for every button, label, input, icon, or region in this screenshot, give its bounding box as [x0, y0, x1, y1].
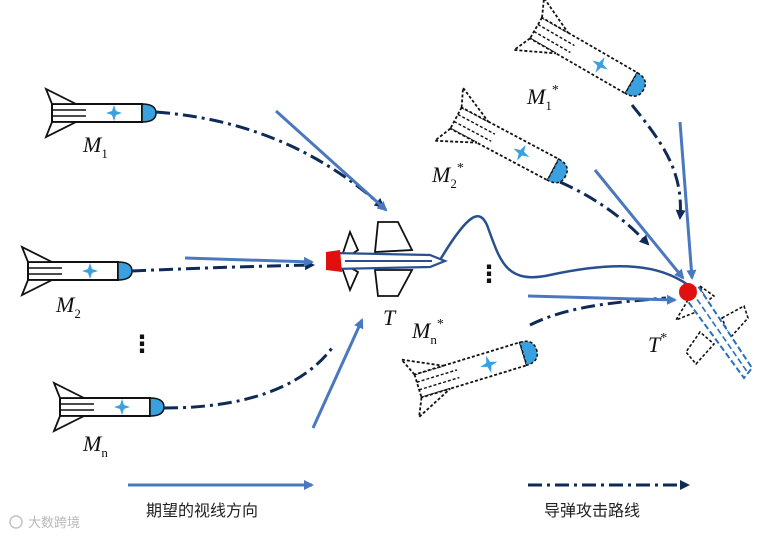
label-t: T: [383, 305, 397, 330]
target-t-star: [674, 283, 754, 380]
attack-path-mn: [163, 347, 334, 410]
los-arrow-1: [274, 109, 388, 212]
attack-path-mn-star: [529, 296, 667, 327]
ellipsis-left: ⋮: [130, 330, 154, 358]
label-m2: M2: [55, 292, 81, 321]
missile-m1: [45, 88, 157, 138]
attack-paths-to-t-star: [529, 104, 686, 327]
ellipsis-mid: ⋮: [477, 260, 501, 288]
los-arrow-2: [184, 256, 314, 267]
target-t: [326, 221, 448, 297]
missile-mn: [53, 382, 165, 432]
los-arrow-3: [311, 318, 364, 429]
los-arrows-to-t-star: [527, 121, 697, 305]
attack-path-m2-star: [559, 180, 650, 246]
los-arrow-6: [527, 294, 677, 305]
attack-path-m2: [131, 260, 315, 273]
los-arrow-4: [678, 121, 697, 280]
legend-los-label: 期望的视线方向: [146, 501, 258, 520]
watermark: 大数跨境: [9, 515, 80, 531]
missile-m2: [21, 246, 133, 296]
label-mn: Mn: [82, 431, 108, 460]
watermark-logo-icon: [9, 515, 23, 529]
label-t-star: T*: [648, 331, 667, 357]
label-mn-star: Mn*: [411, 317, 444, 347]
legend-path-label: 导弹攻击路线: [544, 501, 640, 520]
label-m1-star: M1*: [526, 83, 559, 113]
attack-path-m1: [155, 110, 385, 209]
legend: 期望的视线方向 导弹攻击路线: [128, 480, 690, 520]
los-arrows-to-t: [184, 109, 388, 429]
target-trajectory: [438, 215, 689, 287]
label-m1: M1: [82, 132, 108, 161]
los-arrow-5: [593, 169, 685, 280]
label-m2-star: M2*: [431, 161, 464, 191]
attack-path-m1-star: [630, 104, 686, 220]
watermark-text: 大数跨境: [28, 516, 80, 531]
